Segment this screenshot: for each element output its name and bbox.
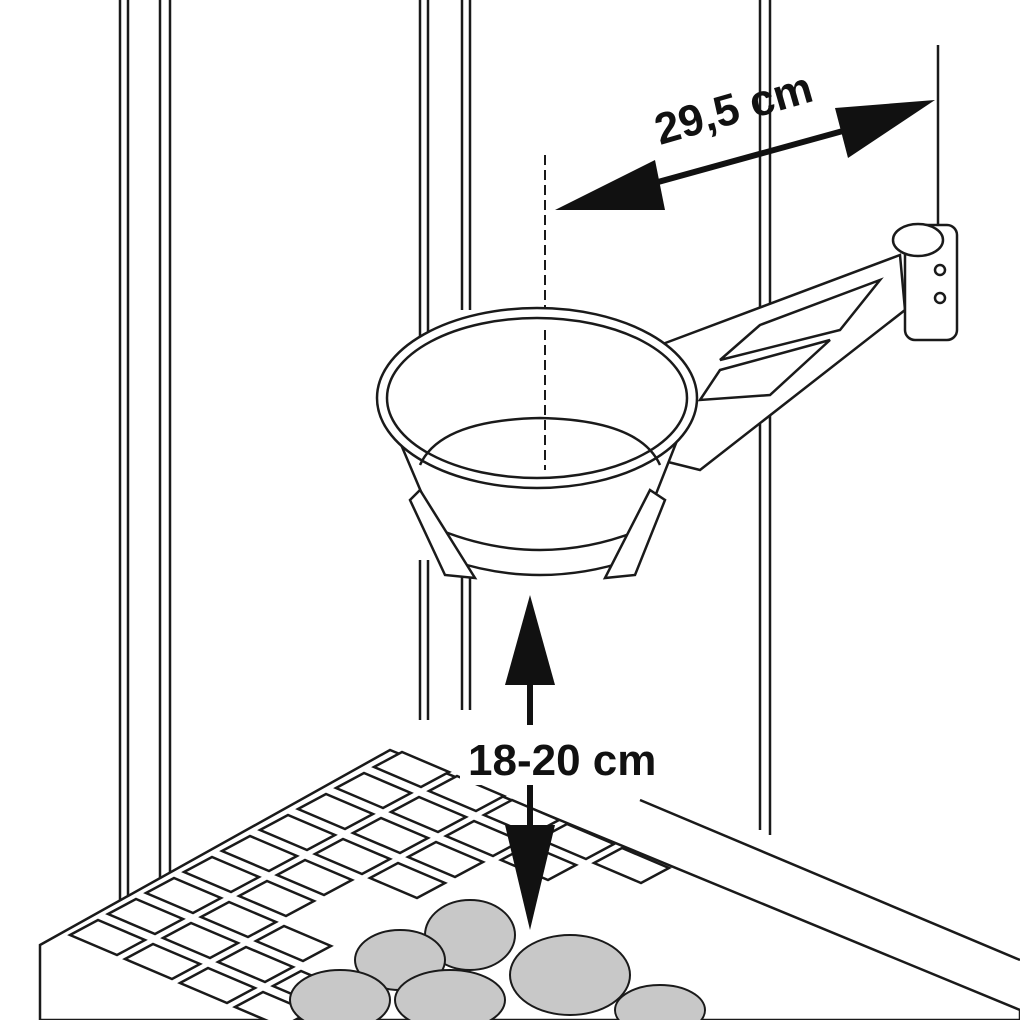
grate-slot (236, 879, 317, 918)
horizontal-dimension-label: 29,5 cm (649, 63, 818, 155)
grate-slot (295, 792, 376, 831)
grate-slot (219, 834, 300, 873)
grate-slot (405, 840, 486, 879)
grate-slot (312, 837, 393, 876)
grate-slot (143, 876, 224, 915)
grate-slot (177, 966, 258, 1005)
sauna-stones (289, 899, 706, 1020)
grate-slot (371, 750, 452, 789)
wall-bracket (658, 222, 959, 472)
grate-slot (160, 921, 241, 960)
horizontal-dimension-arrow (555, 100, 935, 210)
sauna-bowl (375, 306, 699, 580)
grate-slot (253, 924, 334, 963)
grate-slot (274, 858, 355, 897)
grate-slot (536, 822, 617, 861)
grate-slot (426, 774, 507, 813)
label-background (460, 725, 660, 785)
grate-slot (367, 861, 448, 900)
grate-slot (122, 942, 203, 981)
grate-slot (388, 795, 469, 834)
grate-slot (105, 897, 186, 936)
grate-slot (67, 918, 148, 957)
grate-slot (591, 846, 672, 885)
grate-slot (350, 816, 431, 855)
grate-slot (215, 945, 296, 984)
grate-slot (257, 813, 338, 852)
vertical-dimension-label: 18-20 cm (468, 736, 656, 785)
grate-slot (333, 771, 414, 810)
grate-slot (181, 855, 262, 894)
grate-slot (198, 900, 279, 939)
